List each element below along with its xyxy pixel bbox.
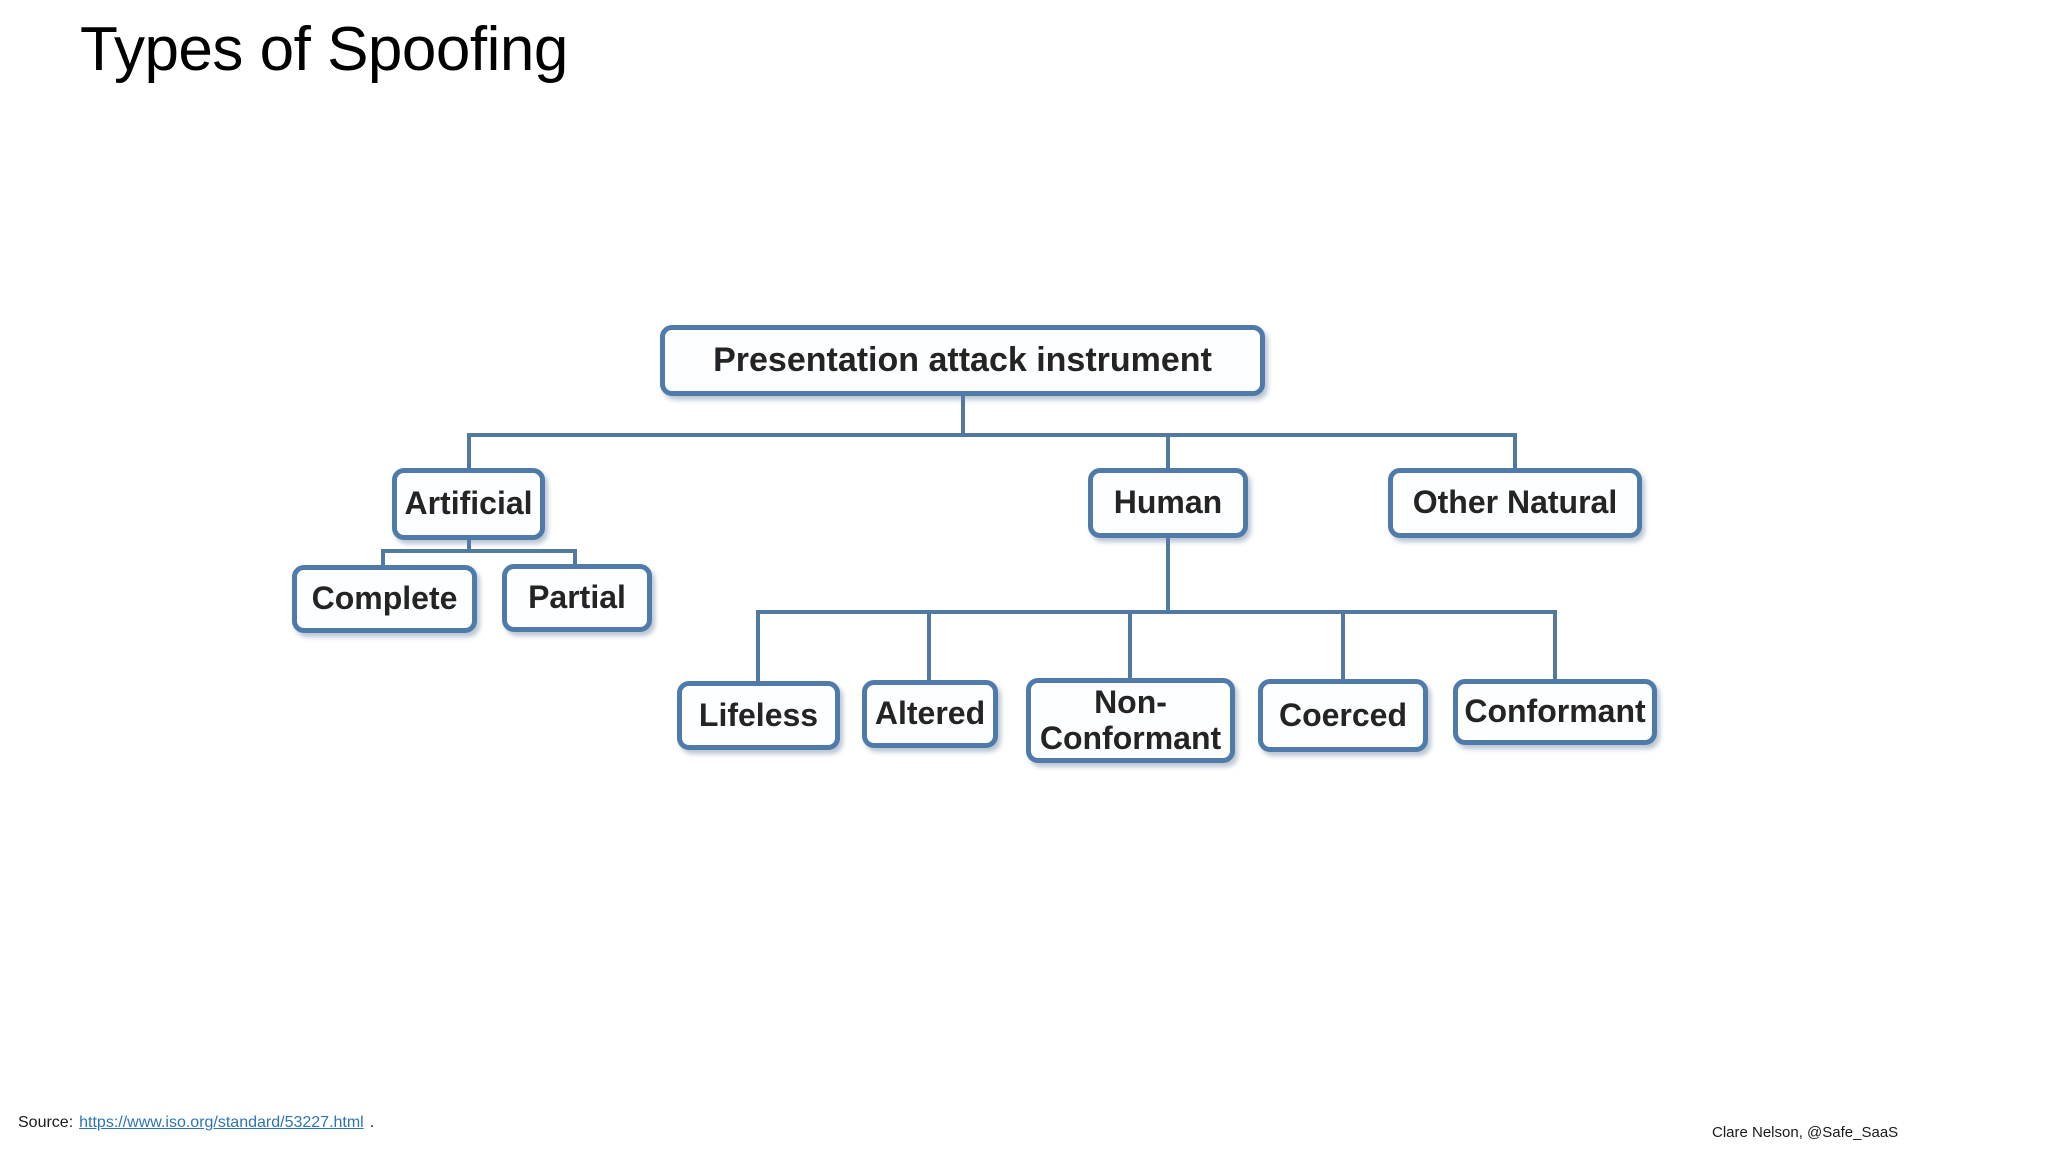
connector-root-trunk [961,394,965,436]
connector-artificial-bus [381,549,577,553]
credit-text: Clare Nelson, @Safe_SaaS [1712,1124,1899,1141]
connector-level1-bus [467,433,1517,437]
node-altered: Altered [862,680,998,748]
connector-drop-other-natural [1513,435,1517,468]
page-title: Types of Spoofing [80,15,568,84]
node-lifeless: Lifeless [677,681,840,750]
connector-artificial-stub [467,538,471,552]
connector-human-trunk [1166,536,1170,612]
connector-drop-coerced [1341,612,1345,681]
source-line: Source: https://www.iso.org/standard/5322… [18,1114,374,1132]
node-conformant: Conformant [1453,679,1657,745]
node-human: Human [1088,468,1248,538]
source-link[interactable]: https://www.iso.org/standard/53227.html [79,1114,364,1131]
connector-drop-complete [381,551,385,567]
node-non-conformant: Non- Conformant [1026,678,1235,763]
node-artificial: Artificial [392,468,545,540]
node-coerced: Coerced [1258,679,1428,752]
source-label: Source: [18,1114,74,1131]
connector-drop-partial [573,551,577,566]
connector-drop-lifeless [756,612,760,683]
connector-drop-altered [927,612,931,682]
node-other-natural: Other Natural [1388,468,1642,538]
connector-drop-conformant [1553,612,1557,681]
node-partial: Partial [502,564,652,632]
node-presentation-attack-instrument: Presentation attack instrument [660,325,1265,396]
connector-drop-artificial [467,435,471,468]
connector-drop-human [1166,435,1170,468]
node-complete: Complete [292,565,477,633]
connector-level3-bus [756,610,1557,614]
connector-drop-non-conformant [1128,612,1132,680]
source-suffix: . [369,1114,375,1131]
